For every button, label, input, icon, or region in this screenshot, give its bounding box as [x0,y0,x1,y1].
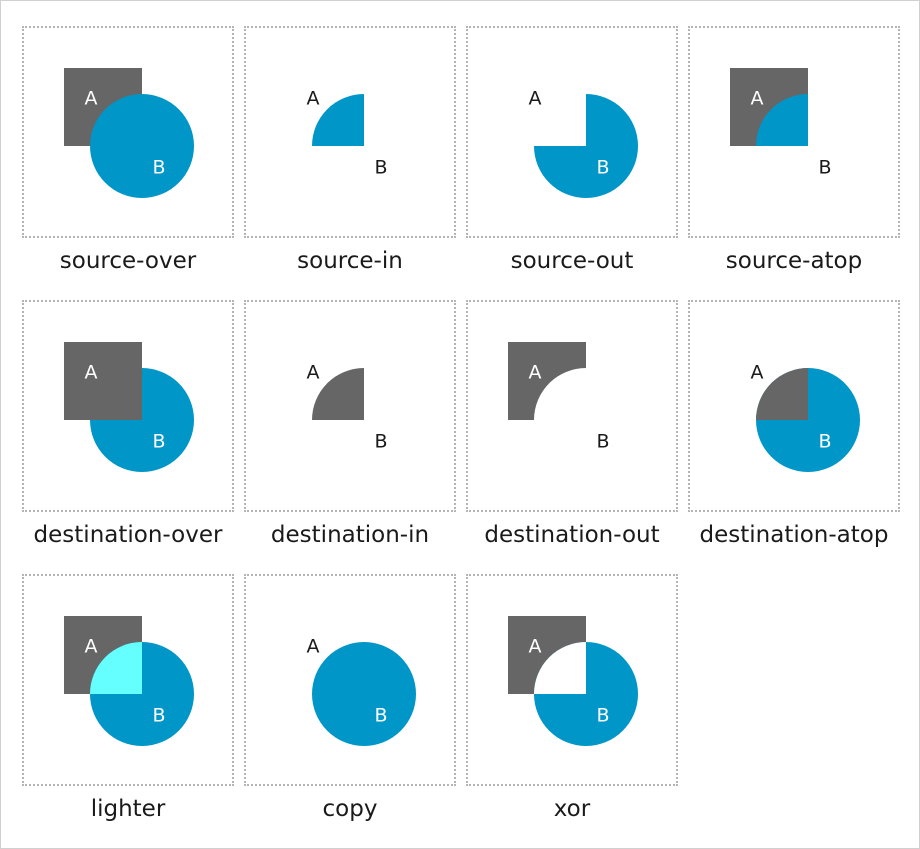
tile: A B [22,300,234,512]
composite-illustration: A B [307,636,416,746]
mode-caption: source-atop [725,248,863,274]
shape-a-clipped [312,368,364,420]
composite-illustration: A B [730,68,832,179]
label-b: B [152,157,165,179]
label-a: A [307,362,320,384]
composite-illustration: A B [529,88,638,198]
label-b: B [374,431,387,453]
composite-illustration: A B [64,616,194,746]
tile: A B [688,300,900,512]
tile: A B [466,300,678,512]
label-a: A [529,362,542,384]
label-a: A [307,88,320,110]
tile: A B [466,26,678,238]
mode-caption: destination-atop [699,522,889,548]
mode-caption: destination-in [270,522,430,548]
label-b: B [818,431,831,453]
label-a: A [751,362,764,384]
shape-a-outside [508,342,586,420]
composite-illustration: A B [508,616,638,746]
label-b: B [152,705,165,727]
mode-caption: source-over [59,248,197,274]
mode-caption: source-in [297,248,403,274]
mode-caption: destination-over [33,522,223,548]
tile: A B [244,26,456,238]
composite-illustration: A B [307,88,388,179]
label-a: A [85,636,98,658]
mode-caption: destination-out [484,522,660,548]
label-a: A [85,362,98,384]
shape-b [90,94,194,198]
mode-caption: xor [553,796,591,822]
label-b: B [596,705,609,727]
label-b: B [596,431,609,453]
label-b: B [596,157,609,179]
overlap-region [90,642,142,694]
shape-b-outside [534,94,638,198]
label-b: B [374,157,387,179]
tile: A B [688,26,900,238]
label-b: B [152,431,165,453]
tile: A B [22,26,234,238]
label-a: A [529,636,542,658]
tile: A B [22,574,234,786]
label-a: A [85,88,98,110]
label-a: A [751,88,764,110]
mode-caption: source-out [510,248,634,274]
shape-b [312,642,416,746]
label-b: B [818,157,831,179]
shape-a [64,342,142,420]
label-a: A [307,636,320,658]
tile: A B [244,574,456,786]
composite-illustration: A B [307,362,388,453]
composite-illustration: A B [64,68,194,198]
label-b: B [374,705,387,727]
shape-a-clipped [756,368,808,420]
composite-illustration: A B [751,362,860,472]
tile: A B [466,574,678,786]
label-a: A [529,88,542,110]
shape-b-clipped [312,94,364,146]
tile: A B [244,300,456,512]
shape-b-clipped [756,94,808,146]
mode-caption: lighter [90,796,166,822]
mode-caption: copy [322,796,378,822]
composite-illustration: A B [64,342,194,472]
cleared-overlap [534,642,586,694]
composite-illustration: A B [508,342,610,453]
